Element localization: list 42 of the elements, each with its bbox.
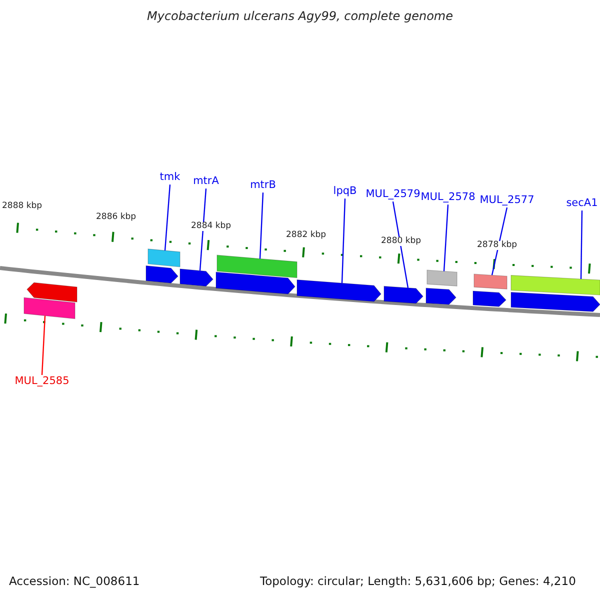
gene-label: MUL_2585 xyxy=(14,376,70,388)
leader-line xyxy=(259,192,264,259)
feature-bar xyxy=(216,254,298,278)
scale-label: 2888 kbp xyxy=(2,202,42,212)
gene-label: lpqB xyxy=(333,186,357,198)
gene-label: MUL_2578 xyxy=(420,192,476,204)
gene-feature xyxy=(472,290,506,307)
leader-line xyxy=(443,204,449,272)
leader-line xyxy=(580,210,583,280)
gene-label: mtrB xyxy=(250,180,276,192)
leader-line xyxy=(164,184,171,251)
leader-line xyxy=(199,188,207,271)
scale-label: 2880 kbp xyxy=(381,237,422,246)
gene-feature xyxy=(146,265,178,284)
title: Mycobacterium ulcerans Agy99, complete genome xyxy=(146,10,454,24)
gene-feature xyxy=(180,268,214,287)
leader-line xyxy=(41,316,46,376)
feature-bar xyxy=(148,248,180,268)
scale-label: 2886 kbp xyxy=(96,213,136,222)
gene-label: MUL_2577 xyxy=(480,195,534,207)
gene-feature xyxy=(26,282,78,302)
gene-feature xyxy=(510,292,600,312)
leader-line xyxy=(341,198,346,284)
gene-feature xyxy=(216,272,296,294)
leader-line xyxy=(491,207,508,276)
scale-label: 2884 kbp xyxy=(191,222,232,232)
gene-label: MUL_2579 xyxy=(366,189,420,201)
scale-label: 2882 kbp xyxy=(286,231,326,240)
feature-bar xyxy=(24,297,76,320)
leader-line xyxy=(392,201,409,288)
feature-bar xyxy=(474,274,508,290)
gene-label: tmk xyxy=(160,172,180,184)
gene-label: secA1 xyxy=(566,198,598,210)
gene-feature xyxy=(296,279,382,302)
gene-feature xyxy=(384,286,424,304)
gene-label: mtrA xyxy=(193,176,219,188)
footer-text: Topology: circular; Length: 5,631,606 bp; Genes: 4,210 xyxy=(260,575,576,588)
scale-label: 2878 kbp xyxy=(477,241,518,250)
feature-bar xyxy=(510,274,600,296)
footer-text: Accession: NC_008611 xyxy=(9,575,140,588)
gene-feature xyxy=(426,288,456,305)
feature-bar xyxy=(426,270,458,286)
